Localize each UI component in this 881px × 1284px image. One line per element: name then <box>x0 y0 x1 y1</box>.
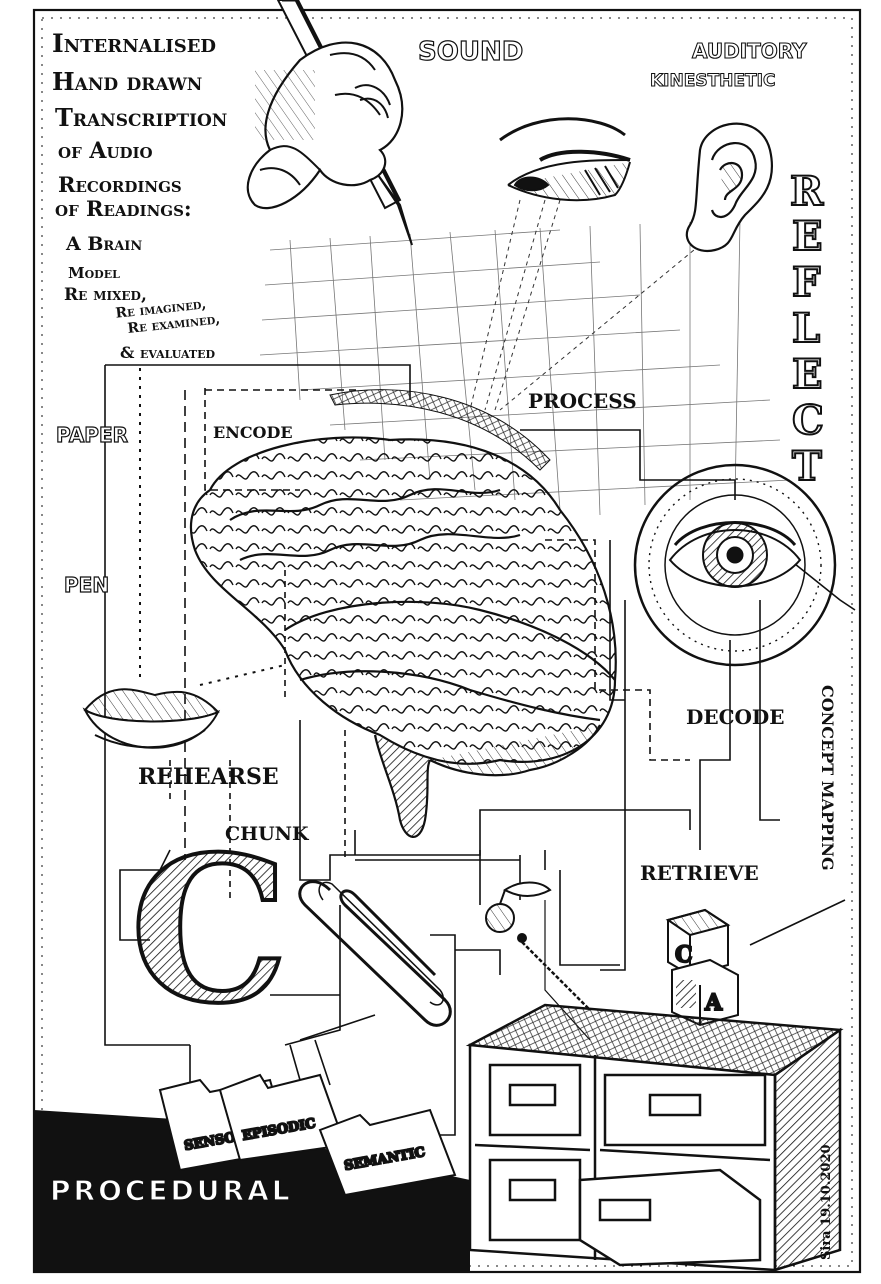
sound-label: SOUND <box>418 37 523 67</box>
chunk-label: CHUNK <box>225 823 310 845</box>
paper-pen-dotted-line <box>139 368 286 686</box>
auditory-label: AUDITORY <box>692 39 807 63</box>
folders-icon: SENSORY EPISODIC SEMANTIC <box>158 1073 457 1197</box>
reflect-letter-c: C <box>792 397 824 444</box>
title-line-6: of Readings: <box>55 196 192 221</box>
reflect-letter-e1: E <box>792 213 823 260</box>
concept-connectors <box>104 364 856 1136</box>
big-c-letter: C <box>128 811 291 1050</box>
encode-label: ENCODE <box>213 423 293 442</box>
reflect-letter-r: R <box>790 168 824 215</box>
big-c-glyph: C <box>130 813 289 1048</box>
apple-icon <box>485 881 591 1011</box>
ear-icon <box>685 122 773 253</box>
concept-mapping-label: CONCEPT MAPPING <box>818 685 837 871</box>
title-line-4: of Audio <box>58 138 153 164</box>
subtitle-line-6: & evaluated <box>120 343 216 362</box>
reflect-letter-f: F <box>792 259 820 306</box>
eye-icon <box>499 117 631 202</box>
ground-band <box>34 1110 470 1272</box>
reflect-letter-l: L <box>792 305 820 352</box>
eye-circle-icon <box>633 463 837 667</box>
subtitle-line-1: A Brain <box>65 233 142 255</box>
title-block: Internalised Hand drawn Transcription of… <box>52 29 227 221</box>
brain-icon <box>190 436 617 838</box>
hand-pen-icon <box>246 0 413 246</box>
block-letter-c: C <box>675 942 693 968</box>
signature: Sira 19.10.2020 <box>819 1144 834 1260</box>
subtitle-line-3: Re mixed, <box>64 285 147 305</box>
title-line-3: Transcription <box>55 103 227 132</box>
title-line-1: Internalised <box>52 29 216 58</box>
procedural-label: PROCEDURAL <box>50 1174 293 1207</box>
reflect-word: R E F L E C T <box>789 167 825 491</box>
decode-label: DECODE <box>686 705 785 729</box>
reflect-letter-t: T <box>792 443 822 490</box>
kinesthetic-label: KINESTHETIC <box>650 71 775 91</box>
abc-blocks-icon: C A <box>665 908 739 1027</box>
title-line-2: Hand drawn <box>52 67 202 96</box>
pen-label: PEN <box>64 573 109 597</box>
lips-icon <box>82 688 221 749</box>
paperclip-icon <box>298 880 452 1027</box>
reflect-letter-e2: E <box>792 351 823 398</box>
subtitle-line-2: Model <box>68 264 120 282</box>
process-label: PROCESS <box>528 389 637 413</box>
paper-label: PAPER <box>56 423 128 447</box>
retrieve-label: RETRIEVE <box>640 861 759 885</box>
title-line-5: Recordings <box>58 172 182 197</box>
vision-lines <box>469 199 701 411</box>
subtitle-block: A Brain Model Re mixed, Re imagined, Re … <box>64 233 221 362</box>
block-letter-a: A <box>704 990 723 1016</box>
hatched-arc <box>329 389 551 471</box>
rehearse-label: REHEARSE <box>138 764 279 790</box>
filing-cabinet-icon <box>465 1003 844 1272</box>
